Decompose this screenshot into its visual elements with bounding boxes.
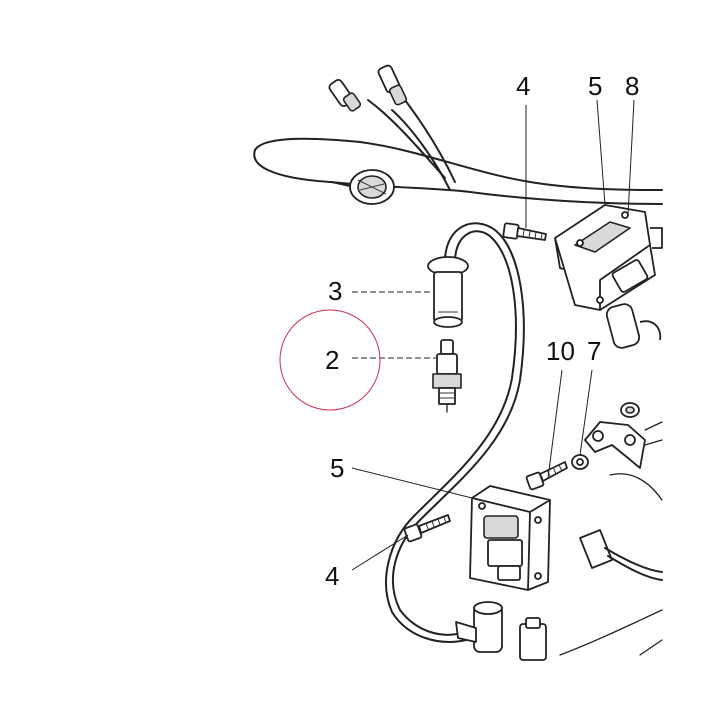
connector-bottom [519, 617, 547, 661]
ignition-cable [385, 222, 525, 643]
engine-outline [559, 473, 663, 656]
callout-5-mid: 5 [330, 453, 344, 483]
highlight-circle [279, 309, 381, 411]
ignition-coil-upper [554, 204, 663, 349]
screw-bottom [403, 514, 451, 543]
wire-harness [253, 64, 663, 205]
washer [571, 454, 589, 470]
callout-labels: 4 5 8 3 2 10 7 5 4 [325, 71, 639, 591]
spark-plug-cap [427, 256, 469, 328]
callout-8-top: 8 [625, 71, 639, 101]
round-connector [331, 169, 395, 205]
callout-5-top: 5 [588, 71, 602, 101]
ignition-coil-lower [469, 485, 551, 591]
lower-cap [455, 601, 503, 653]
leader-lines [351, 99, 635, 571]
screw-mid [525, 461, 568, 491]
callout-2: 2 [325, 345, 339, 375]
multi-pin-connector [579, 529, 663, 581]
callout-10: 10 [546, 336, 575, 366]
harness-end-connector-a [328, 79, 362, 112]
spark-plug [432, 339, 462, 413]
callout-7: 7 [587, 336, 601, 366]
callout-4-top: 4 [516, 71, 530, 101]
mount-bracket [584, 402, 663, 469]
callout-4-bottom: 4 [325, 561, 339, 591]
screw-top [502, 222, 547, 241]
callout-3: 3 [328, 276, 342, 306]
harness-end-connector-b [377, 64, 408, 106]
